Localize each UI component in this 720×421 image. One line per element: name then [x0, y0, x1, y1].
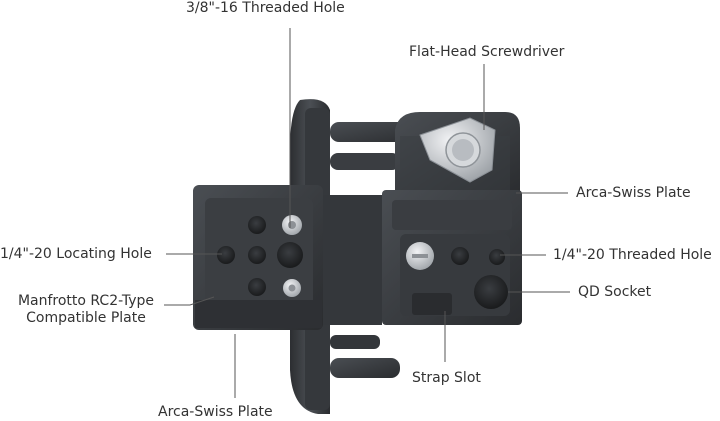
label-manfrotto-line1: Manfrotto RC2-Type — [17, 293, 155, 309]
center-body — [322, 195, 382, 325]
label-flat-head-screwdriver: Flat-Head Screwdriver — [409, 44, 565, 60]
label-strap-slot: Strap Slot — [412, 370, 481, 386]
label-arca-swiss-plate-bottom: Arca-Swiss Plate — [158, 404, 273, 420]
leader-lines — [164, 28, 570, 398]
leader-manfrotto — [164, 296, 215, 306]
label-manfrotto-line2: Compatible Plate — [26, 310, 146, 326]
label-locating-hole-1-4: 1/4"-20 Locating Hole — [0, 246, 152, 262]
label-qd-socket: QD Socket — [578, 284, 652, 300]
label-arca-swiss-plate-right: Arca-Swiss Plate — [576, 185, 691, 201]
label-threaded-hole-3-8: 3/8"-16 Threaded Hole — [186, 0, 345, 16]
label-threaded-hole-1-4: 1/4"-20 Threaded Hole — [553, 247, 712, 263]
manfrotto-plate — [193, 185, 323, 330]
screwdriver-block — [395, 112, 520, 195]
label-manfrotto-plate: Manfrotto RC2-Type Compatible Plate — [6, 293, 166, 327]
arca-swiss-plate-right — [382, 190, 522, 325]
